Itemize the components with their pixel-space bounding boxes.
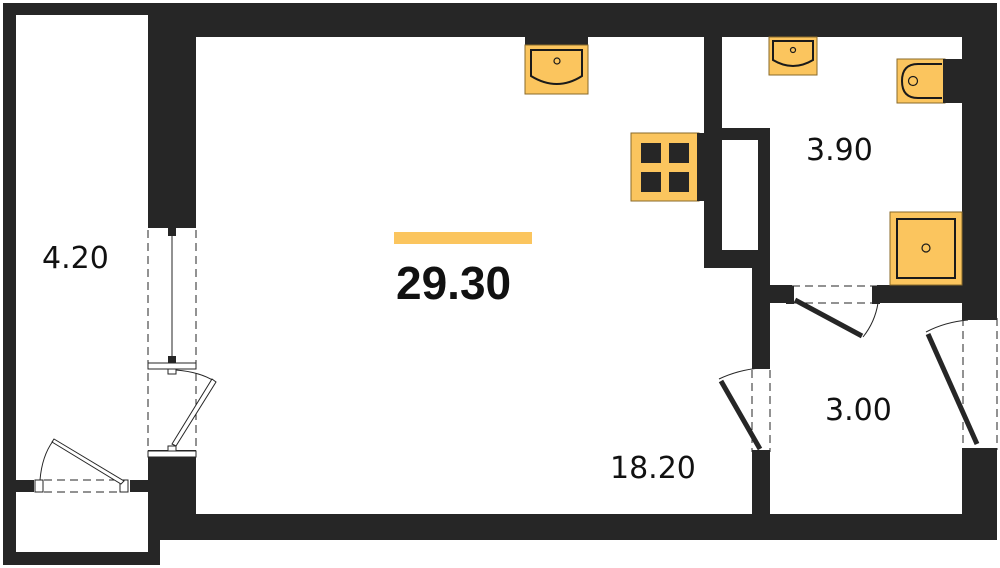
entry-door[interactable] xyxy=(925,313,998,455)
bathroom-sink-icon xyxy=(768,36,818,76)
stove-icon xyxy=(630,132,704,202)
main-room-door[interactable] xyxy=(718,362,771,457)
balcony-inner-door[interactable] xyxy=(34,438,130,493)
room-area-balcony: 4.20 xyxy=(42,241,109,276)
room-area-main-room: 18.20 xyxy=(610,451,696,486)
total-area-label: 29.30 xyxy=(396,257,512,309)
bathroom-door[interactable] xyxy=(786,285,880,339)
room-area-hallway: 3.00 xyxy=(825,393,892,428)
toilet-icon xyxy=(896,58,963,104)
walls xyxy=(3,3,997,565)
shower-tray-icon xyxy=(889,211,963,286)
balcony-glazing xyxy=(147,222,217,458)
room-area-bathroom: 3.90 xyxy=(806,133,873,168)
total-area-accent-bar xyxy=(394,232,532,244)
kitchen-sink-icon xyxy=(524,37,589,95)
